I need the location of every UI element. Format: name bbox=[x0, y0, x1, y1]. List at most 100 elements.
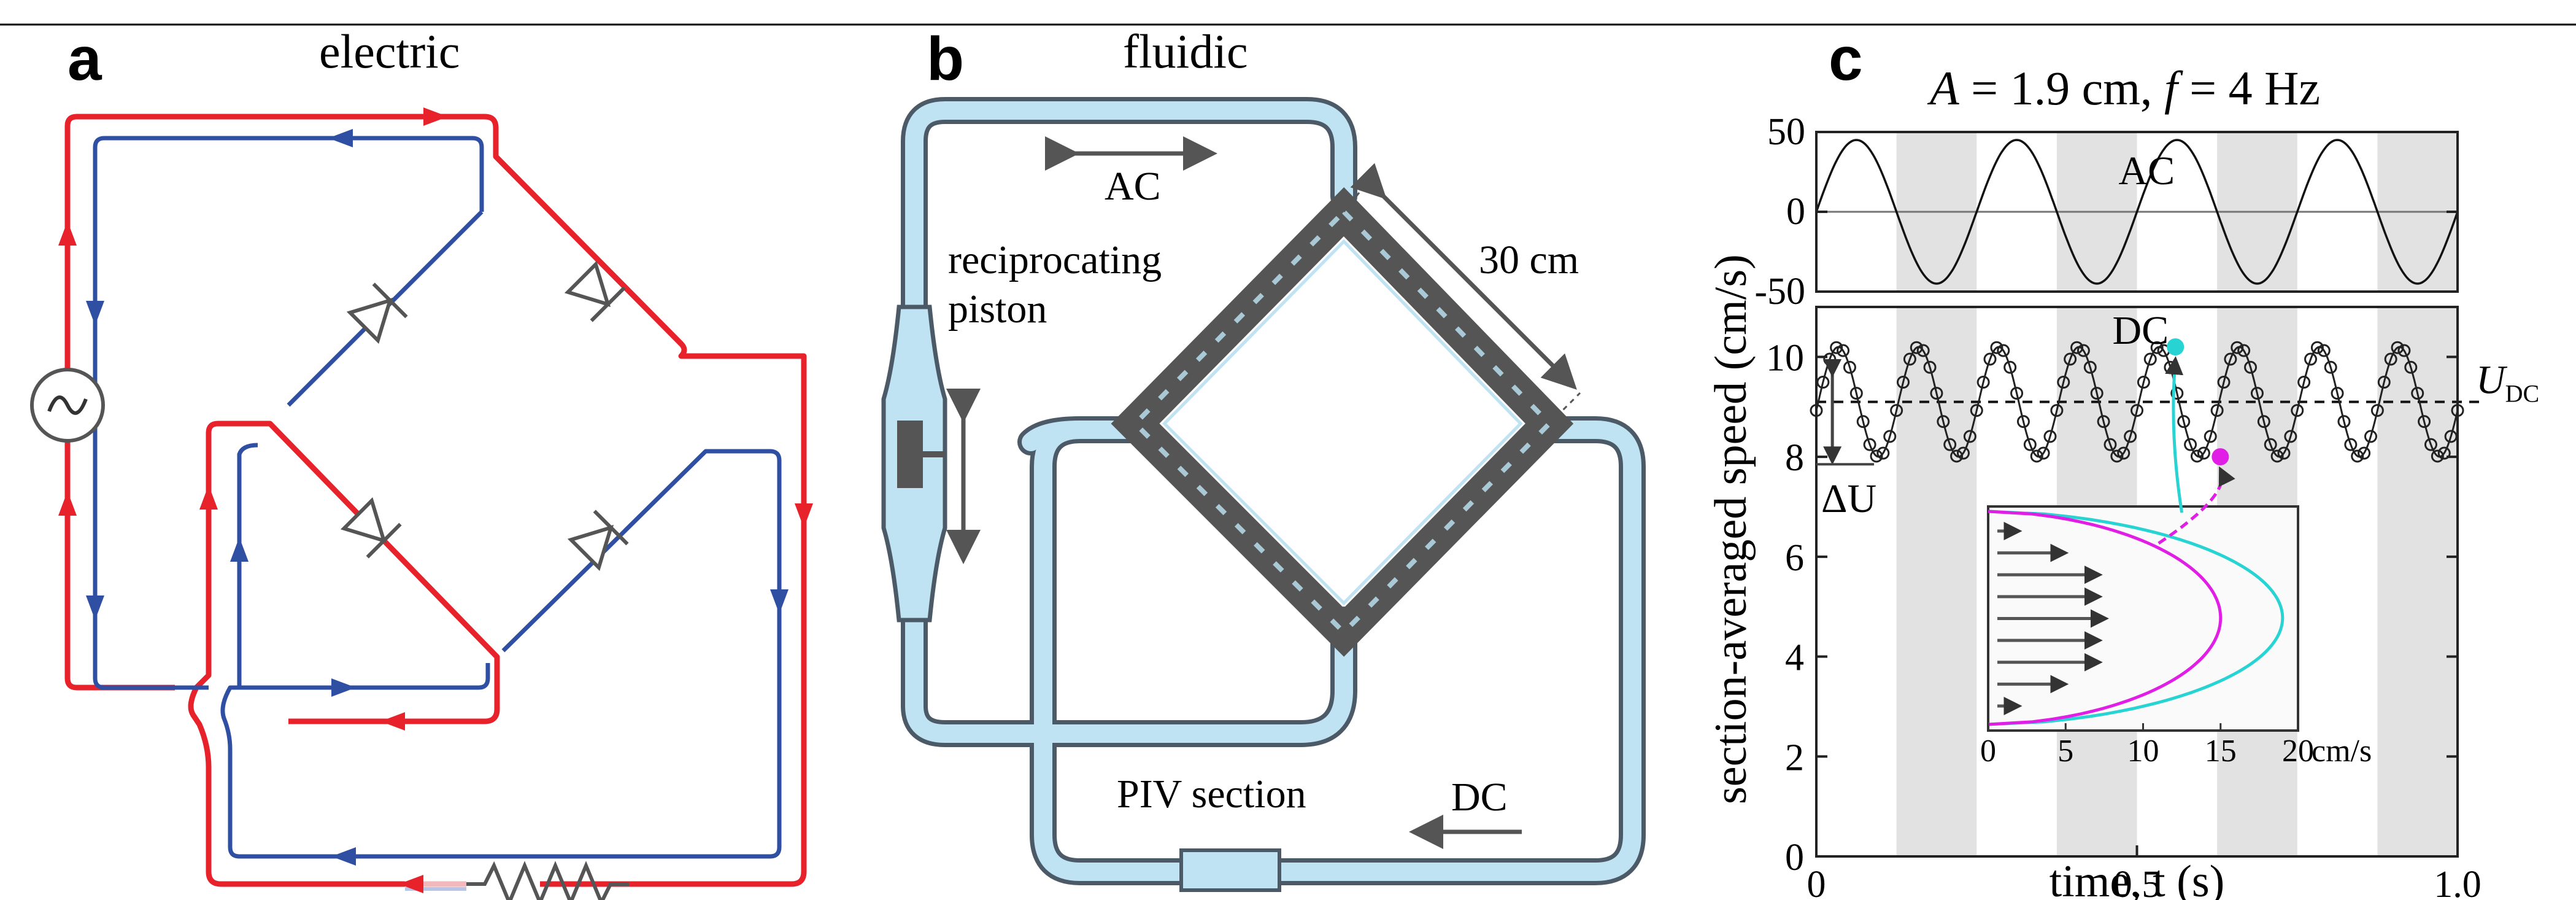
dc-data-point bbox=[1997, 344, 2010, 357]
dc-data-point bbox=[2197, 446, 2210, 460]
dc-data-point bbox=[2010, 387, 2024, 400]
highlight-cyan-point bbox=[2167, 338, 2185, 356]
dc-data-point bbox=[1963, 430, 1976, 443]
dc-data-point bbox=[2037, 446, 2050, 460]
ac-sine-series bbox=[1815, 139, 2459, 285]
magenta-connector bbox=[2158, 466, 2235, 545]
dc-data-point bbox=[2244, 360, 2258, 374]
dc-data-point bbox=[2030, 449, 2043, 463]
dc-data-point bbox=[2344, 438, 2358, 451]
dc-data-point bbox=[1910, 341, 1923, 354]
dc-data-point bbox=[2364, 430, 2377, 443]
inset-cyan-profile bbox=[1988, 510, 2285, 726]
dc-data-point bbox=[1923, 360, 1937, 374]
dc-xtick-label: 1.0 bbox=[2434, 864, 2482, 900]
inset-magenta-profile bbox=[1988, 510, 2223, 726]
panel-b: b fluidic bbox=[881, 25, 1646, 892]
dc-data-point bbox=[2284, 430, 2297, 443]
cyan-connector bbox=[2165, 356, 2184, 513]
dc-data-point bbox=[1876, 446, 1890, 460]
fluid-loop bbox=[901, 97, 1646, 885]
dc-data-point bbox=[2310, 341, 2324, 354]
inset-xtick-label: 15 bbox=[2205, 734, 2237, 769]
dc-data-point bbox=[2150, 341, 2164, 354]
dc-data-point bbox=[2117, 446, 2131, 460]
udc-label: UDC bbox=[2476, 358, 2539, 408]
dc-data-point bbox=[2210, 404, 2224, 417]
dc-data-point bbox=[1956, 446, 1970, 460]
length-tick-bottom bbox=[1548, 392, 1581, 425]
dc-ytick-label: 10 bbox=[1766, 337, 1804, 379]
dc-data-point bbox=[1990, 341, 2003, 354]
title-A-val: = 1.9 cm, bbox=[1959, 61, 2164, 115]
dc-data-point bbox=[1970, 404, 1983, 417]
diode-upper-left bbox=[346, 282, 408, 344]
inset-xtick-label: 20 bbox=[2282, 734, 2314, 769]
highlight-magenta-point bbox=[2212, 448, 2229, 466]
dc-ytick-label: 6 bbox=[1785, 537, 1804, 579]
dc-data-point bbox=[2418, 415, 2431, 429]
dc-data-point bbox=[1903, 352, 1916, 366]
dc-data-point bbox=[2177, 415, 2191, 429]
dc-data-point bbox=[2090, 387, 2104, 400]
inset-xtick-label: 5 bbox=[2057, 734, 2073, 769]
dc-data-point bbox=[1897, 376, 1910, 389]
length-tick-top bbox=[1343, 180, 1370, 212]
dc-data-point bbox=[2217, 376, 2231, 389]
title-f-val: = 4 Hz bbox=[2178, 61, 2320, 115]
dc-data-point bbox=[2317, 344, 2331, 357]
dc-data-point bbox=[2397, 344, 2411, 357]
dc-data-point bbox=[2190, 449, 2204, 463]
diode-lower-left bbox=[340, 497, 402, 559]
panel-c-title: A = 1.9 cm, f = 4 Hz bbox=[1927, 61, 2320, 115]
dc-data-point bbox=[1950, 449, 1964, 463]
dc-data-point bbox=[2297, 376, 2311, 389]
dc-data-point bbox=[2003, 360, 2017, 374]
dc-data-point bbox=[2257, 415, 2270, 429]
dc-data-point bbox=[1916, 344, 1930, 357]
dc-data-point bbox=[1837, 344, 1850, 357]
dc-data-point bbox=[2064, 352, 2077, 366]
blue-current-path bbox=[93, 136, 782, 859]
dc-data-point bbox=[2043, 430, 2057, 443]
dc-data-point bbox=[2110, 449, 2124, 463]
dc-series-label: DC bbox=[2113, 308, 2169, 353]
dc-data-point bbox=[1843, 360, 1856, 374]
title-A: A bbox=[1927, 61, 1959, 115]
udc-subscript: DC bbox=[2505, 380, 2540, 408]
delta-u-label: ΔU bbox=[1821, 476, 1876, 521]
dc-data-point bbox=[2411, 387, 2424, 400]
dc-data-point bbox=[2224, 352, 2237, 366]
dc-data-point bbox=[2424, 438, 2437, 451]
dc-data-point bbox=[2264, 438, 2277, 451]
dc-data-point bbox=[2050, 404, 2064, 417]
udc-u: U bbox=[2476, 358, 2508, 403]
dc-data-point bbox=[2237, 344, 2251, 357]
dc-data-point bbox=[2384, 352, 2397, 366]
diode-upper-right bbox=[564, 260, 626, 322]
panel-a-letter: a bbox=[67, 25, 102, 93]
dc-data-point bbox=[2304, 352, 2318, 366]
x-axis-title: time, t (s) bbox=[2050, 856, 2225, 900]
ac-label: AC bbox=[1105, 164, 1161, 209]
length-label: 30 cm bbox=[1479, 238, 1579, 282]
dc-data-point bbox=[2083, 360, 2097, 374]
dc-data-point bbox=[1930, 387, 1943, 400]
dc-data-point bbox=[1943, 438, 1957, 451]
dc-data-point bbox=[2057, 376, 2070, 389]
panel-a: a electric bbox=[30, 25, 813, 900]
dc-data-point bbox=[2277, 446, 2291, 460]
red-current-path bbox=[64, 114, 807, 887]
panel-b-title: fluidic bbox=[1123, 25, 1248, 78]
dc-data-point bbox=[1870, 449, 1883, 463]
ac-series-label: AC bbox=[2119, 149, 2175, 193]
ac-ytick-label: 0 bbox=[1786, 191, 1805, 233]
y-axis-title: section-averaged speed (cm/s) bbox=[1706, 254, 1756, 804]
ac-source-icon bbox=[30, 368, 105, 443]
dc-data-point bbox=[2291, 404, 2304, 417]
piv-section-box bbox=[1179, 848, 1281, 892]
dc-ytick-label: 2 bbox=[1785, 737, 1804, 778]
dc-data-point bbox=[2377, 376, 2391, 389]
